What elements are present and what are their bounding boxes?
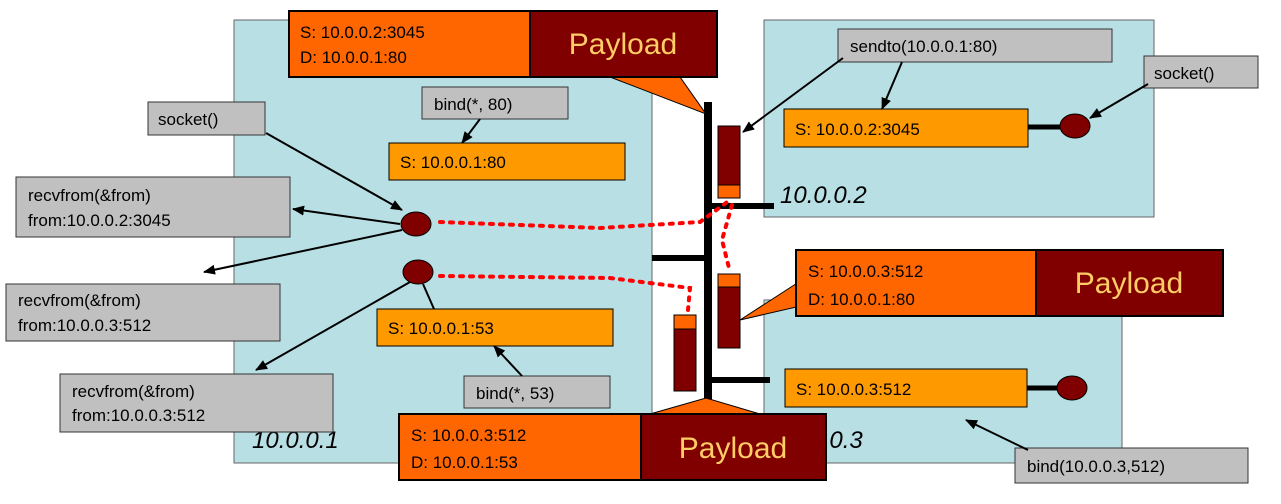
socket-a80-label: S: 10.0.0.1:80 [400,153,506,172]
callout-socket-left-label: socket() [158,110,218,129]
arrow-a53-down [422,283,435,310]
packet-bottom-payload [640,413,827,481]
socket-a53-label: S: 10.0.0.1:53 [388,319,494,338]
socket-b-label: S: 10.0.0.2:3045 [795,120,920,139]
socket-endpoint-b [1059,113,1091,139]
callout-bind80-label: bind(*, 80) [434,95,512,114]
arrow-a80-to-recv1 [292,205,401,225]
arrow-bindc-to-box [965,419,1029,451]
packet-bottom-payload-label: Payload [679,432,787,465]
socket-box-c [784,368,1028,408]
arrow-bind53-to-box [493,345,523,377]
packet-on-bus-right-header [717,273,741,288]
packet-right-payload-label: Payload [1075,267,1183,300]
packet-bottom-dst: D: 10.0.0.1:53 [411,453,518,472]
arrow-sendto-to-box [881,61,903,110]
arrow-bind80-to-box [461,118,481,144]
callout-bind-c-label: bind(10.0.0.3,512) [1027,457,1165,476]
packet-bottom-pointer [649,397,761,415]
callout-bind80 [421,86,569,120]
host-b-label: 10.0.0.2 [780,182,867,209]
callout-recv1-line1: recvfrom(&from) [28,186,151,205]
arrow-sendto-to-packet [742,57,844,133]
packet-top-dst: D: 10.0.0.1:80 [300,48,407,67]
arrow-a80-to-recv2 [203,229,403,275]
callout-sendto [837,28,1113,63]
callout-recv3 [59,373,334,433]
packet-on-bus-top-header [717,184,741,199]
socket-c-label: S: 10.0.0.3:512 [796,380,911,399]
packet-right-dst: D: 10.0.0.1:80 [808,290,915,309]
socket-box-a80 [388,142,626,181]
arrow-a53-to-recv3 [255,281,411,371]
dotted-path-port80 [438,198,732,231]
callout-recv1-line2: from:10.0.0.2:3045 [28,211,171,230]
packet-top-payload-label: Payload [569,28,677,61]
packet-bottom-header [398,413,642,481]
callout-bind-c [1014,447,1249,484]
callout-socket-right [1143,55,1259,89]
callout-bind53-label: bind(*, 53) [476,384,554,403]
socket-endpoint-a53 [402,259,434,285]
callout-bind53 [463,375,611,409]
callout-socket-left [147,101,266,136]
packet-top-src: S: 10.0.0.2:3045 [300,23,425,42]
callout-sendto-label: sendto(10.0.0.1:80) [850,37,997,56]
arrow-socket-to-a80 [265,132,403,211]
dotted-path-c [719,203,734,274]
packet-right-src: S: 10.0.0.3:512 [808,262,923,281]
packet-top-payload [529,10,718,78]
packet-right-payload [1035,249,1224,317]
callout-recv3-line1: recvfrom(&from) [72,382,195,401]
callout-recv3-line2: from:10.0.0.3:512 [72,406,205,425]
callout-recv2-line2: from:10.0.0.3:512 [18,316,151,335]
socket-endpoint-a80 [400,211,432,237]
packet-on-bus-left-header [673,314,697,330]
callout-socket-right-label: socket() [1154,64,1214,83]
packet-bottom-src: S: 10.0.0.3:512 [411,426,526,445]
callout-recv2 [5,283,281,342]
socket-endpoint-c [1056,375,1088,401]
arrow-socket-right-to-b [1089,83,1149,119]
dotted-path-port53 [438,274,693,312]
callout-recv1 [15,176,291,238]
socket-box-b [783,108,1029,148]
packet-top-header [288,10,531,78]
callout-recv2-line1: recvfrom(&from) [18,291,141,310]
